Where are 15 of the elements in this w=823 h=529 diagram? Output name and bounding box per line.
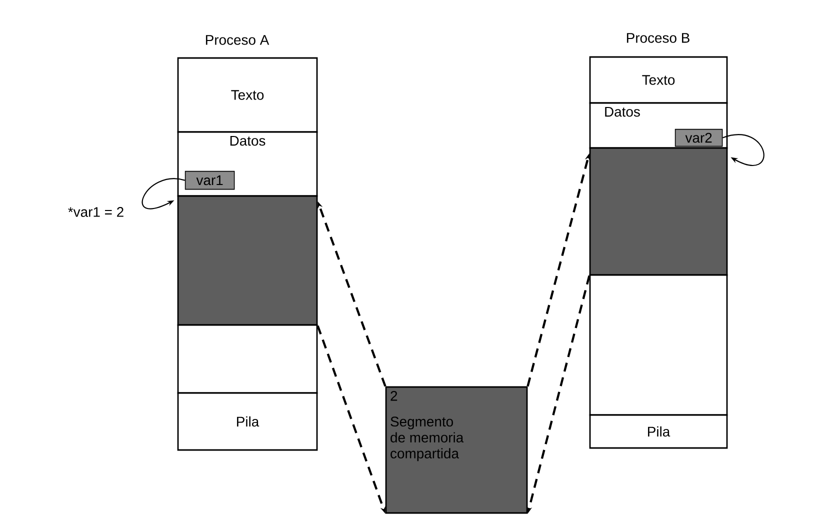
shared-memory-segment: 2 Segmento de memoria compartida: [385, 386, 528, 514]
loop-arrow: [722, 134, 764, 166]
memory-section: Pila: [177, 392, 318, 451]
memory-section: Texto: [177, 57, 318, 133]
variable-box: var2: [674, 128, 723, 147]
variable-box: var1: [184, 170, 235, 190]
process-title: Proceso B: [626, 33, 690, 43]
memory-section: Texto: [589, 56, 728, 104]
process-title: Proceso A: [206, 35, 270, 45]
edge-label: *var1 = 2: [66, 206, 126, 218]
shared-memory-region: [589, 147, 728, 276]
shared-memory-region: [177, 195, 318, 326]
memory-section: Pila: [589, 414, 728, 449]
memory-region: [177, 324, 318, 394]
loop-arrow: [142, 178, 185, 210]
